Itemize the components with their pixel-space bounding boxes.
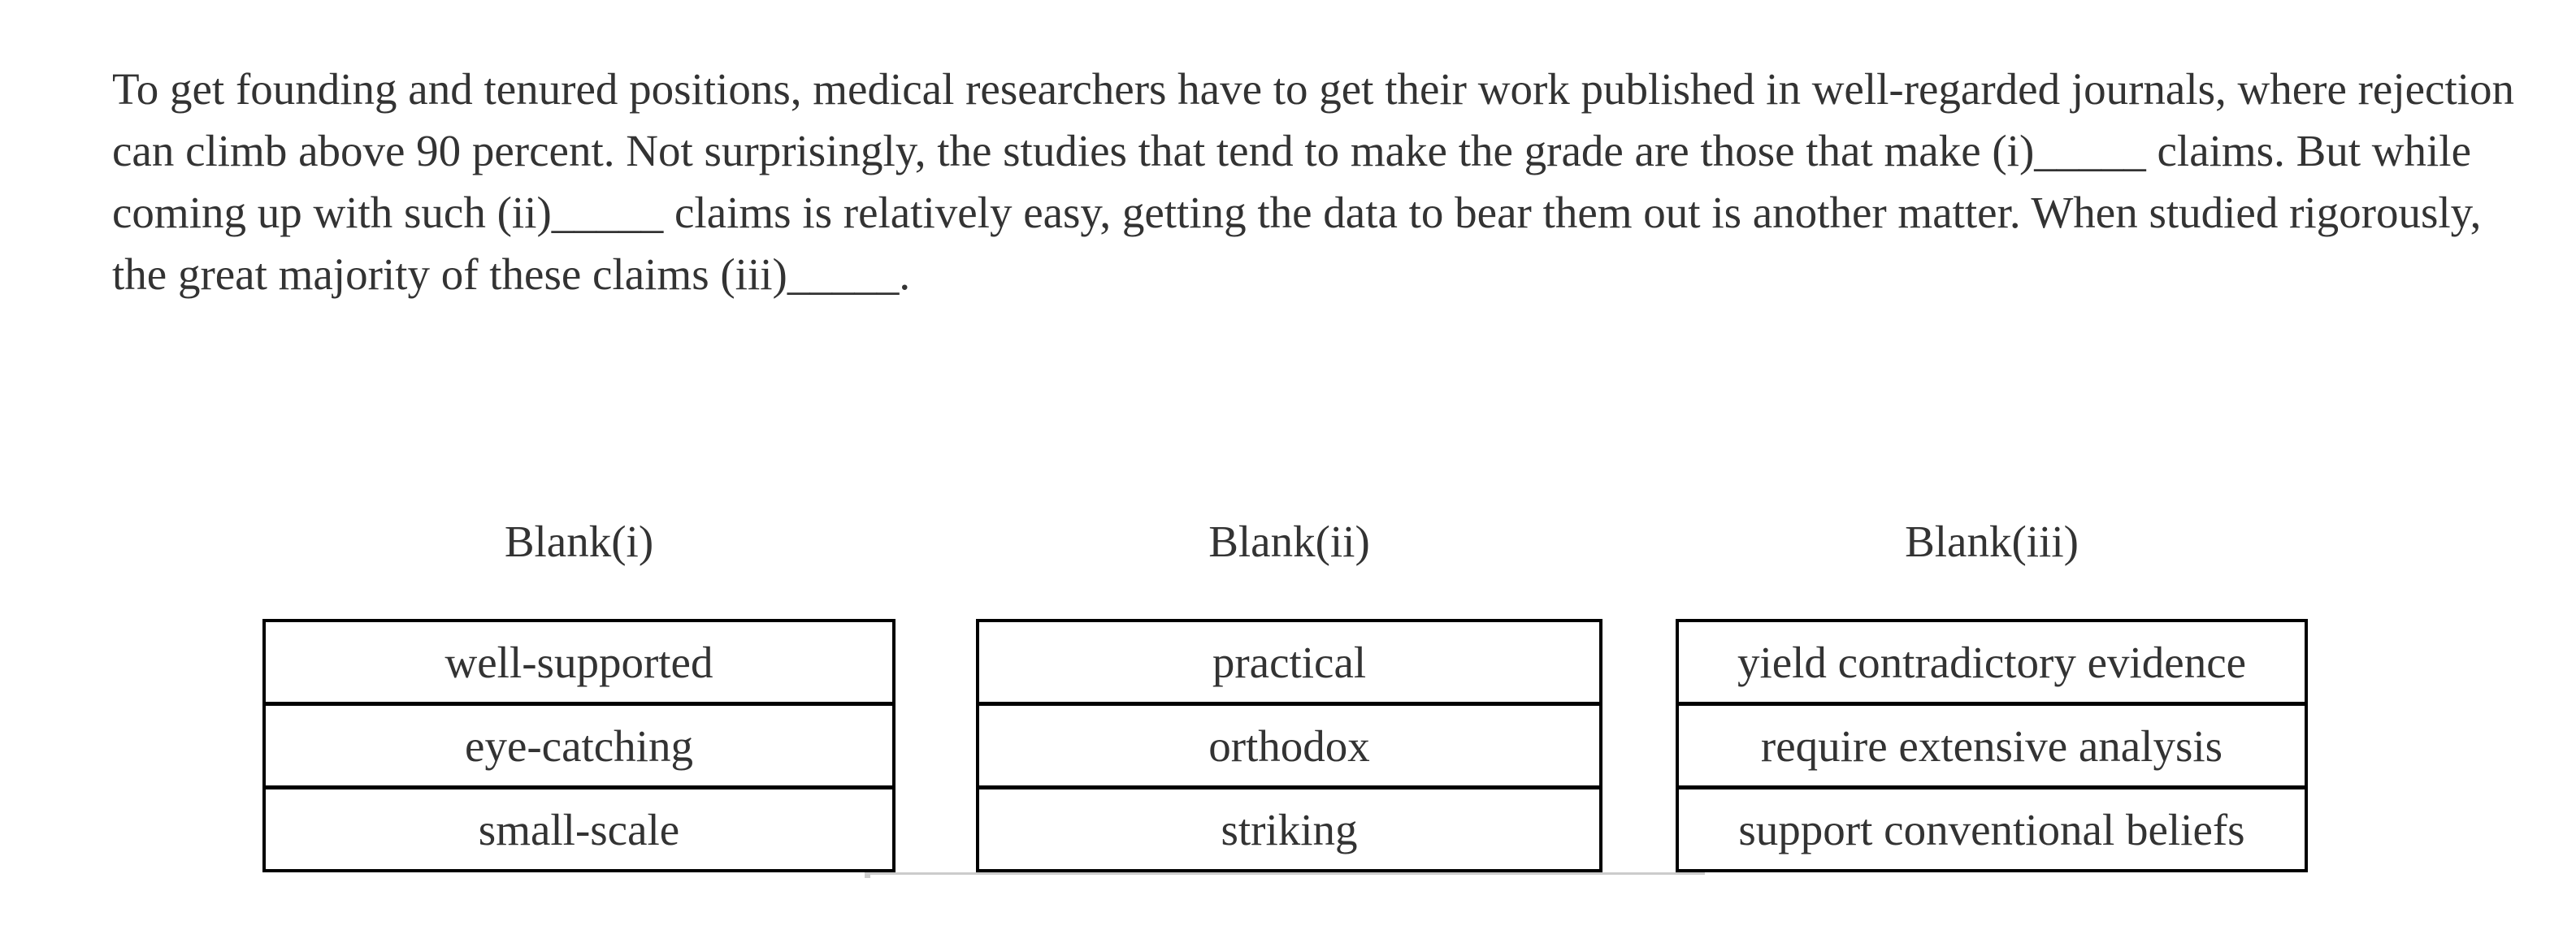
blank-i-header: Blank(i) xyxy=(504,517,654,566)
passage-text: To get founding and tenured positions, m… xyxy=(112,58,2514,305)
option-cell[interactable]: eye-catching xyxy=(266,702,892,785)
option-cell[interactable]: require extensive analysis xyxy=(1679,702,2305,785)
option-cell[interactable]: practical xyxy=(1212,637,1367,687)
option-cell[interactable]: support conventional beliefs xyxy=(1679,785,2305,869)
option-cell[interactable]: well-supported xyxy=(445,637,713,687)
option-cell[interactable]: yield contradictory evidence xyxy=(1737,637,2247,687)
option-cell[interactable]: small-scale xyxy=(266,785,892,869)
passage-line: the great majority of these claims (iii)… xyxy=(112,249,911,299)
blank-iii-header: Blank(iii) xyxy=(1905,517,2079,566)
blank-iii-options-table: yield contradictory evidence require ext… xyxy=(1676,619,2308,872)
blank-ii-header: Blank(ii) xyxy=(1208,517,1370,566)
divider-corner-artifact xyxy=(865,872,870,878)
passage-line: To get founding and tenured positions, m… xyxy=(112,64,2515,114)
passage-line: can climb above 90 percent. Not surprisi… xyxy=(112,126,2471,175)
option-cell[interactable]: orthodox xyxy=(979,702,1599,785)
blank-ii-options-table: practical orthodox striking xyxy=(976,619,1602,872)
passage-line: coming up with such (ii)_____ claims is … xyxy=(112,188,2482,237)
option-cell[interactable]: striking xyxy=(979,785,1599,869)
horizontal-divider-artifact xyxy=(865,872,1705,879)
blank-i-options-table: well-supported eye-catching small-scale xyxy=(262,619,896,872)
